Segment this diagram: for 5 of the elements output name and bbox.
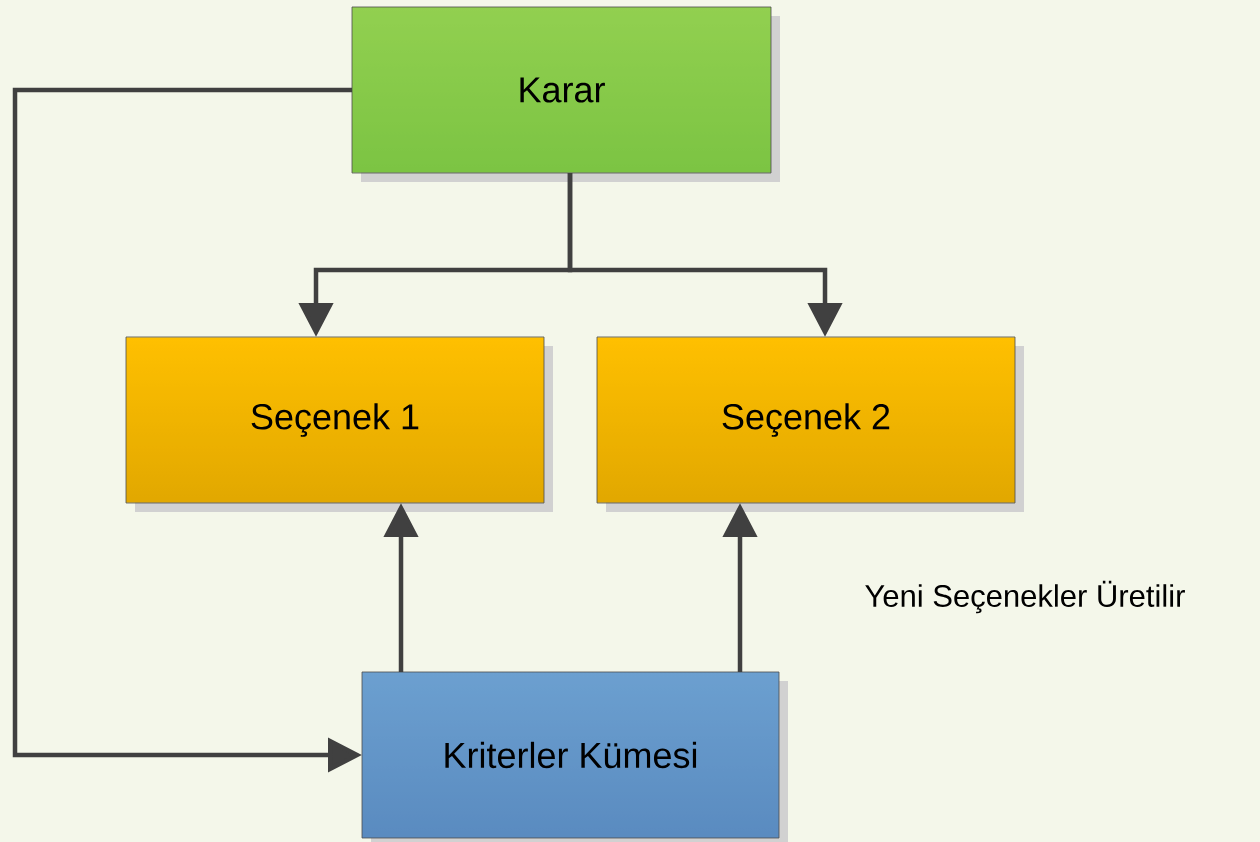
process-box: Seçenek 1 (125, 336, 545, 504)
process-box: Karar (351, 6, 772, 174)
edge-label: Yeni Seçenekler Üretilir (865, 580, 1185, 614)
process-box: Seçenek 2 (596, 336, 1016, 504)
process-box: Kriterler Kümesi (361, 671, 780, 839)
